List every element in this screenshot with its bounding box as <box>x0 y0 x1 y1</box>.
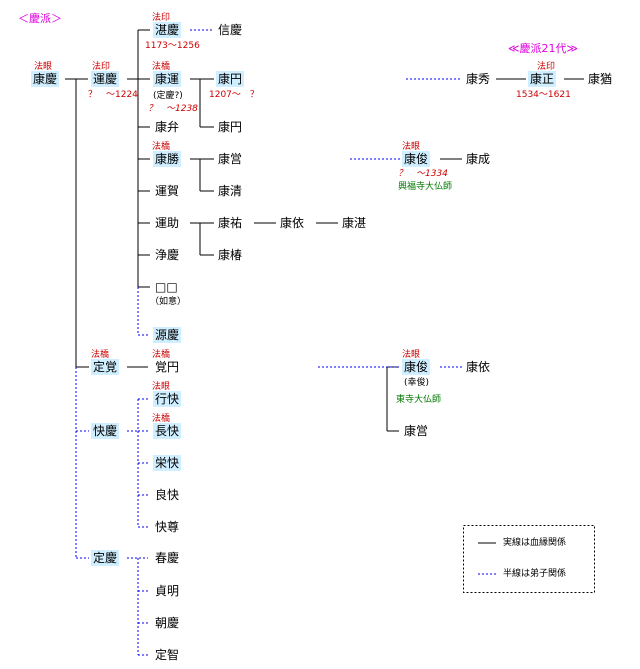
role-toji: 東寺大仏師 <box>396 395 442 405</box>
rank-kakuen: 法橋 <box>152 350 171 360</box>
node-kotan: 康湛 <box>342 216 367 230</box>
note-koshun-toji: (幸俊) <box>404 378 430 388</box>
node-kosho-2: 康正 <box>528 71 557 87</box>
node-kosho: 康勝 <box>153 151 182 167</box>
node-koyu-2: 康猶 <box>588 72 613 86</box>
rank-chokai: 法橋 <box>152 414 171 424</box>
node-kokei: 康慶 <box>31 71 60 87</box>
node-jokei-2: 定慶 <box>91 550 120 566</box>
rank-tankei: 法印 <box>152 13 171 23</box>
node-koi: 康依 <box>280 216 305 230</box>
node-koshun-kofukuji: 康俊 <box>402 151 431 167</box>
date-kosho2: 1534～1621 <box>516 90 571 100</box>
node-gyokai: 行快 <box>153 391 182 407</box>
rank-unkei: 法印 <box>92 62 111 72</box>
node-koi-2: 康依 <box>466 360 491 374</box>
node-ryokai: 良快 <box>155 488 180 502</box>
rank-koshun-kofukuji: 法眼 <box>402 142 421 152</box>
node-koun: 康運 <box>153 71 182 87</box>
date-unkei: ？ ～1224 <box>88 90 138 100</box>
node-kojo: 康成 <box>466 152 491 166</box>
diagram-subtitle: ≪慶派21代≫ <box>508 42 579 55</box>
node-chokai: 長快 <box>153 423 182 439</box>
diagram-title: ＜慶派＞ <box>18 12 62 25</box>
legend-dashed-label: 半線は弟子関係 <box>503 569 567 579</box>
node-shinkei: 信慶 <box>218 23 243 37</box>
node-eikai: 栄快 <box>153 455 182 471</box>
node-kaison: 快尊 <box>155 520 180 534</box>
node-unknown: □□ <box>155 280 178 294</box>
rank-koshun-toji: 法眼 <box>402 350 421 360</box>
rank-kosho: 法橋 <box>152 142 171 152</box>
node-shunkei: 春慶 <box>155 551 180 565</box>
node-tankei: 湛慶 <box>153 22 182 38</box>
note-blank: （如意） <box>150 297 187 307</box>
node-genkei: 源慶 <box>153 327 182 343</box>
date-koun: ？ ～1238 <box>148 104 198 114</box>
note-koun: (定慶?) <box>153 91 183 101</box>
node-jokaku: 定覚 <box>91 359 120 375</box>
legend-solid-label: 実線は血縁関係 <box>503 538 567 548</box>
node-unjo: 運助 <box>155 216 180 230</box>
node-koshu: 康秀 <box>466 72 491 86</box>
node-koben: 康弁 <box>155 120 180 134</box>
node-koei: 康営 <box>218 152 243 166</box>
node-kakuen: 覚円 <box>155 360 180 374</box>
node-koen-2: 康円 <box>218 120 243 134</box>
legend-box <box>463 525 595 593</box>
node-unkei: 運慶 <box>91 71 120 87</box>
node-unga: 運賀 <box>155 184 180 198</box>
node-kaikei: 快慶 <box>91 423 120 439</box>
node-kosei: 康清 <box>218 184 243 198</box>
role-kofukuji: 興福寺大仏師 <box>398 182 453 192</box>
node-koyu: 康祐 <box>218 216 243 230</box>
date-tankei: 1173～1256 <box>145 41 200 51</box>
node-chokei: 朝慶 <box>155 616 180 630</box>
node-kochin: 康椿 <box>218 248 243 262</box>
node-koen-1: 康円 <box>216 71 245 87</box>
node-jochi: 定智 <box>155 648 180 662</box>
rank-koun: 法橋 <box>152 62 171 72</box>
node-koei-2: 康営 <box>404 424 429 438</box>
date-koen: 1207～ ？ <box>209 90 259 100</box>
rank-jokaku: 法橋 <box>91 350 110 360</box>
rank-kokei: 法眼 <box>34 62 53 72</box>
rank-kosho2: 法印 <box>537 62 556 72</box>
node-jokei: 浄慶 <box>155 248 180 262</box>
date-koshun: ？ ～1334 <box>398 169 448 179</box>
node-teimei: 貞明 <box>155 584 180 598</box>
rank-gyokai: 法眼 <box>152 382 171 392</box>
node-koshun-toji: 康俊 <box>402 359 431 375</box>
